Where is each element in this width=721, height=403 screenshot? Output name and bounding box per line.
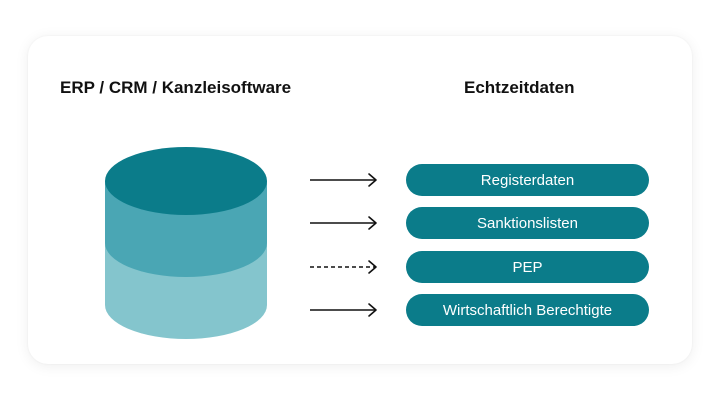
data-source-pill: PEP bbox=[406, 251, 649, 283]
data-source-label: PEP bbox=[512, 258, 543, 276]
data-source-pill: Sanktionslisten bbox=[406, 207, 649, 239]
arrow-right-icon bbox=[310, 303, 377, 317]
data-source-label: Wirtschaftlich Berechtigte bbox=[442, 301, 613, 319]
target-title: Echtzeitdaten bbox=[464, 78, 575, 97]
source-title: ERP / CRM / Kanzleisoftware bbox=[60, 78, 292, 97]
database-cylinder-icon bbox=[105, 147, 267, 339]
data-source-label: Sanktionslisten bbox=[477, 214, 578, 232]
arrow-right-icon bbox=[310, 173, 377, 187]
data-source-pill: Wirtschaftlich Berechtigte bbox=[406, 294, 649, 326]
arrow-right-icon bbox=[310, 260, 377, 274]
data-source-label: Registerdaten bbox=[480, 171, 575, 189]
database-top bbox=[105, 147, 267, 215]
arrow-right-icon bbox=[310, 216, 377, 230]
data-source-pill: Registerdaten bbox=[406, 164, 649, 196]
